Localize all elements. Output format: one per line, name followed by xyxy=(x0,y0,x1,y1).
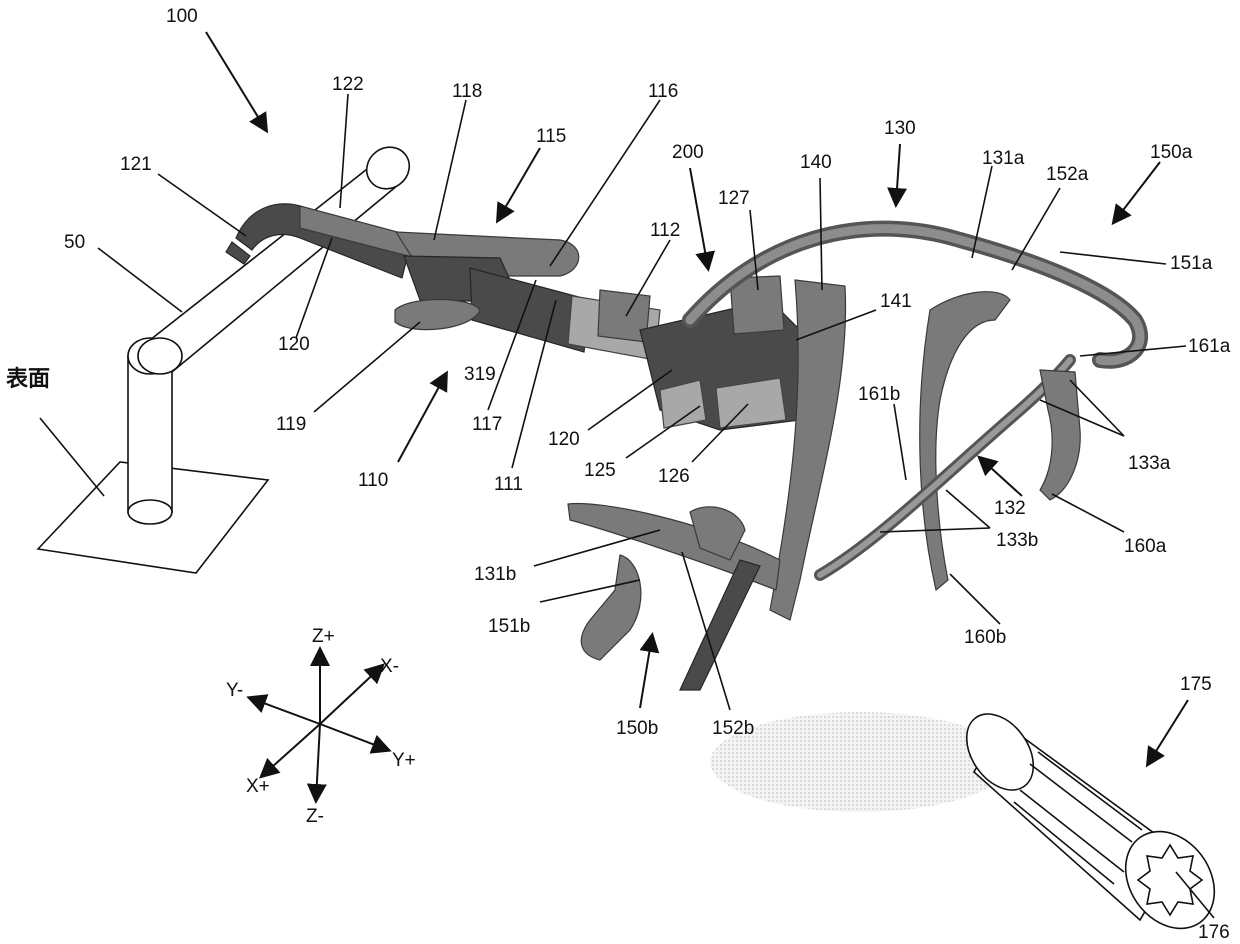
label-161a: 161a xyxy=(1188,336,1231,357)
label-150b: 150b xyxy=(616,718,658,739)
shadow xyxy=(710,712,1010,812)
star-hole xyxy=(1138,845,1202,915)
label-140: 140 xyxy=(800,152,832,173)
axis-x-plus: X+ xyxy=(246,776,270,797)
label-120-lower: 120 xyxy=(548,429,580,450)
label-151b: 151b xyxy=(488,616,530,637)
label-131b: 131b xyxy=(474,564,516,585)
label-121: 121 xyxy=(120,154,152,175)
label-150a: 150a xyxy=(1150,142,1193,163)
label-176: 176 xyxy=(1198,922,1230,943)
label-110: 110 xyxy=(358,470,388,491)
label-200: 200 xyxy=(672,142,704,163)
label-120-upper: 120 xyxy=(278,334,310,355)
label-319: 319 xyxy=(464,364,496,385)
label-130: 130 xyxy=(884,118,916,139)
label-112: 112 xyxy=(650,220,680,241)
label-50: 50 xyxy=(64,232,85,253)
axis-y-minus: Y- xyxy=(226,680,243,701)
label-160a: 160a xyxy=(1124,536,1167,557)
label-133a: 133a xyxy=(1128,453,1171,474)
sleeve-175 xyxy=(953,702,1233,944)
label-161b: 161b xyxy=(858,384,900,405)
label-125: 125 xyxy=(584,460,616,481)
label-175: 175 xyxy=(1180,674,1212,695)
label-133b: 133b xyxy=(996,530,1038,551)
label-100: 100 xyxy=(166,6,198,27)
label-122: 122 xyxy=(332,74,364,95)
axis-z-minus: Z- xyxy=(306,806,324,827)
label-141: 141 xyxy=(880,291,912,312)
clamp-150b xyxy=(568,503,780,690)
label-151a: 151a xyxy=(1170,253,1213,274)
axes-gizmo: Z+ Z- X- X+ Y- Y+ xyxy=(226,626,416,827)
axis-y-plus: Y+ xyxy=(392,750,416,771)
label-111: 111 xyxy=(494,474,523,495)
label-127: 127 xyxy=(718,188,750,209)
axis-z-plus: Z+ xyxy=(312,626,335,647)
label-152a: 152a xyxy=(1046,164,1089,185)
label-132: 132 xyxy=(994,498,1026,519)
label-surface: 表面 xyxy=(6,366,50,392)
label-116: 116 xyxy=(648,81,678,102)
axis-x-minus: X- xyxy=(380,656,399,677)
label-131a: 131a xyxy=(982,148,1025,169)
label-118: 118 xyxy=(452,81,482,102)
arm-assembly xyxy=(395,232,660,360)
label-117: 117 xyxy=(472,414,502,435)
label-152b: 152b xyxy=(712,718,754,739)
label-126: 126 xyxy=(658,466,690,487)
label-115: 115 xyxy=(536,126,566,147)
label-160b: 160b xyxy=(964,627,1006,648)
label-119: 119 xyxy=(276,414,306,435)
hook-160a xyxy=(1040,370,1080,500)
